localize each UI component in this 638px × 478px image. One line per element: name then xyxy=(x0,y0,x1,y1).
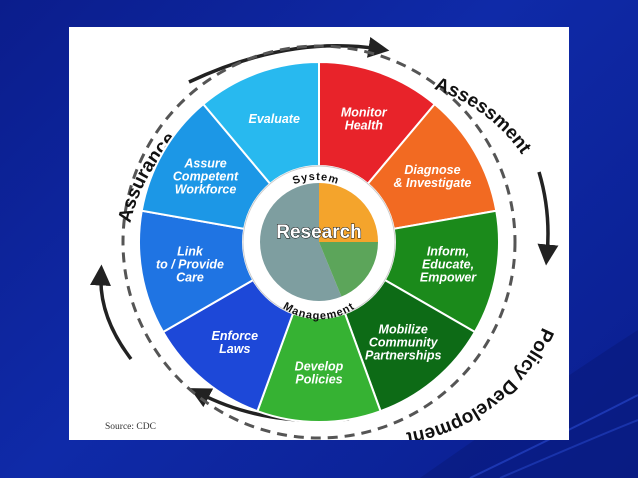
essential-services-wheel: Assessment Policy Development Assurance … xyxy=(90,37,559,440)
assessment-arrow xyxy=(188,37,390,84)
assurance-arrow xyxy=(90,264,133,361)
hub-outline xyxy=(258,181,380,303)
research-label: Research xyxy=(276,222,362,243)
source-note: Source: CDC xyxy=(105,422,156,432)
hub-orange xyxy=(319,182,379,242)
wheel-segment-label-9: Evaluate xyxy=(248,112,299,126)
system-label: System xyxy=(291,171,341,187)
wheel-segment-label-3: Inform,Educate,Empower xyxy=(420,245,477,285)
hub-gray xyxy=(258,181,342,302)
wheel-segment-label-2: Diagnose& Investigate xyxy=(394,163,472,190)
policy-arrow xyxy=(537,171,559,266)
diagram-panel: Assessment Policy Development Assurance … xyxy=(69,27,569,440)
hub-green xyxy=(319,242,379,298)
research-hub: Research xyxy=(258,181,380,303)
dashed-ring xyxy=(121,44,517,440)
